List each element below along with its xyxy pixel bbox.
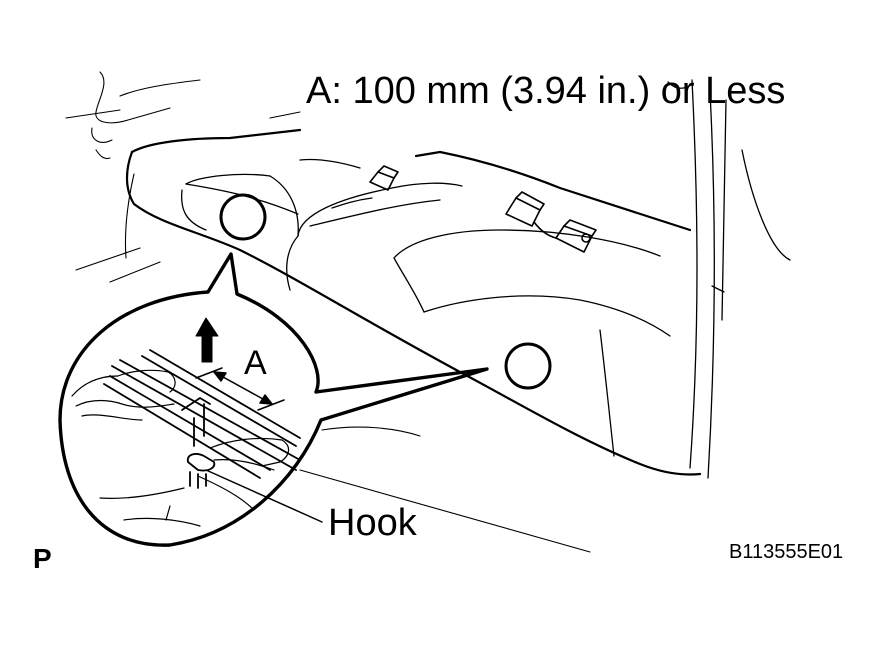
hook-location-circle-left <box>219 193 267 241</box>
hook-label: Hook <box>328 502 417 544</box>
detail-callout-bubble <box>58 252 489 547</box>
dimension-a-label: A <box>244 344 267 382</box>
background-interior-lines <box>65 71 591 553</box>
hook-leader-line <box>205 469 323 523</box>
hook-location-circle-right <box>504 342 552 390</box>
page-letter: P <box>33 543 52 574</box>
seat-belt-buckle-left <box>369 165 399 191</box>
door-pillar-lines <box>667 79 791 479</box>
figure-reference-code: B113555E01 <box>729 541 844 563</box>
detail-frame-wires <box>103 349 301 479</box>
hook-icon <box>186 453 216 489</box>
seat-cushion-outline <box>125 128 702 476</box>
seat-cushion-seams <box>180 158 671 457</box>
pull-up-arrow-icon <box>195 317 219 363</box>
dimension-a-line <box>195 367 285 411</box>
seat-belt-buckle-right <box>505 191 597 253</box>
specification-label: A: 100 mm (3.94 in.) or Less <box>306 70 786 112</box>
